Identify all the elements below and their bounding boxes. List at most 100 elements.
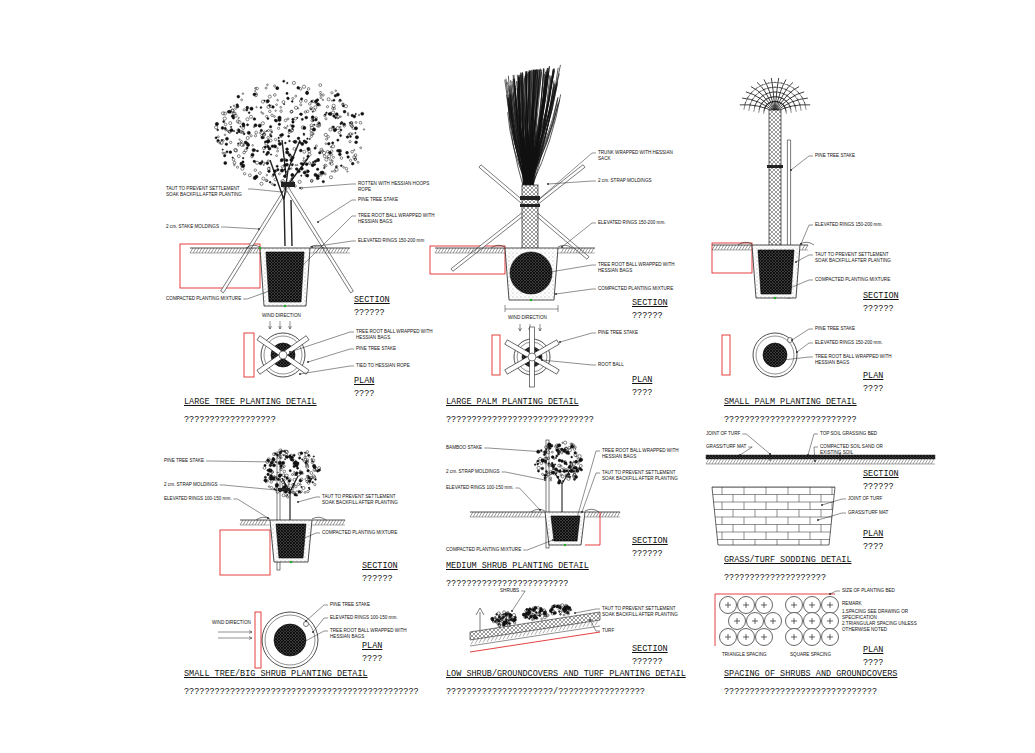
leaf-mark bbox=[347, 114, 349, 116]
leaf-mark bbox=[302, 85, 305, 88]
leaf-mark bbox=[306, 110, 308, 112]
leaf-mark bbox=[301, 175, 302, 176]
leaf-mark bbox=[579, 458, 582, 461]
ground-hatch bbox=[593, 512, 596, 517]
sod-joint bbox=[722, 517, 723, 525]
leaf-mark bbox=[267, 105, 270, 108]
leader-line bbox=[233, 499, 268, 518]
ground-line bbox=[470, 512, 545, 513]
palm-frond bbox=[506, 79, 529, 188]
leaf-mark bbox=[291, 474, 293, 476]
sod-joint bbox=[711, 540, 712, 548]
leaf-mark bbox=[333, 107, 335, 109]
ground-hatch bbox=[334, 248, 337, 253]
leaf-mark bbox=[559, 607, 562, 610]
leaf-mark bbox=[336, 127, 339, 130]
wind-arrow bbox=[540, 324, 541, 331]
leaf-mark bbox=[286, 82, 288, 84]
leaf-mark bbox=[492, 620, 494, 622]
ground-hatch bbox=[611, 512, 614, 517]
wind-arrowhead bbox=[289, 326, 292, 329]
ground-hatch bbox=[328, 248, 331, 253]
sod-joint bbox=[777, 510, 778, 518]
leaf-mark bbox=[263, 164, 264, 165]
leaf-mark bbox=[217, 140, 220, 143]
leaf-mark bbox=[237, 129, 240, 132]
leaf-mark bbox=[270, 133, 272, 135]
leaf-mark bbox=[316, 168, 318, 170]
slope-hatch bbox=[531, 630, 534, 635]
leaf-mark bbox=[292, 163, 294, 165]
leaf-mark bbox=[564, 441, 567, 444]
leaf-mark bbox=[307, 138, 309, 140]
leader-line bbox=[308, 349, 354, 362]
leaf-mark bbox=[281, 134, 283, 136]
leaf-mark bbox=[310, 107, 313, 110]
ground-hatch bbox=[736, 245, 739, 250]
leaf-mark bbox=[221, 139, 223, 141]
ground-hatch bbox=[435, 248, 438, 253]
leaf-mark bbox=[540, 450, 542, 452]
leaf-mark bbox=[571, 467, 574, 470]
leaf-mark bbox=[301, 471, 303, 473]
palm-frond bbox=[771, 78, 775, 112]
leaf-mark bbox=[299, 88, 302, 91]
leaf-mark bbox=[324, 115, 326, 117]
leader-line bbox=[512, 591, 525, 611]
leaf-mark bbox=[253, 118, 256, 121]
leaf-mark bbox=[532, 619, 533, 620]
leaf-mark bbox=[550, 477, 552, 479]
leaf-mark bbox=[305, 163, 308, 166]
leaf-mark bbox=[266, 140, 269, 143]
leader-dot bbox=[539, 509, 541, 511]
soil-hatch bbox=[763, 459, 766, 464]
ground-hatch bbox=[721, 245, 724, 250]
plant-spacing-circle bbox=[720, 597, 737, 614]
sod-row-line bbox=[700, 532, 850, 533]
red-dimension-frame bbox=[220, 530, 270, 575]
ground-line bbox=[585, 517, 620, 518]
detail-title: LARGE TREE PLANTING DETAIL bbox=[184, 398, 317, 407]
leader-dot bbox=[299, 373, 301, 375]
leaf-mark bbox=[292, 121, 294, 123]
leaf-mark bbox=[306, 465, 309, 468]
leaf-mark bbox=[229, 122, 232, 125]
plant-center-mark bbox=[830, 634, 831, 640]
sod-row-line bbox=[700, 509, 850, 510]
soil-hatch bbox=[832, 459, 835, 464]
leaf-mark bbox=[313, 109, 315, 111]
leaf-mark bbox=[280, 479, 283, 482]
ground-hatch bbox=[223, 248, 226, 253]
leaf-mark bbox=[343, 110, 346, 113]
leaf-mark bbox=[564, 462, 566, 464]
green-snap-point bbox=[284, 305, 286, 307]
leaf-mark bbox=[347, 156, 350, 159]
leaf-mark bbox=[558, 459, 561, 462]
leaf-mark bbox=[306, 464, 307, 465]
leaf-mark bbox=[254, 90, 255, 91]
ground-hatch bbox=[258, 520, 261, 525]
leaf-mark bbox=[543, 611, 546, 614]
leaf-mark bbox=[337, 139, 339, 141]
leaf-mark bbox=[304, 111, 306, 113]
leaf-mark bbox=[285, 450, 288, 453]
ground-hatch bbox=[533, 512, 536, 517]
ground-hatch bbox=[599, 512, 602, 517]
leaf-mark bbox=[551, 456, 553, 458]
sod-joint bbox=[788, 502, 789, 510]
leaf-mark bbox=[288, 478, 291, 481]
leaf-mark bbox=[224, 134, 226, 136]
leaf-mark bbox=[565, 469, 568, 472]
leader-line bbox=[220, 485, 276, 490]
leaf-mark bbox=[269, 465, 271, 467]
leaf-mark bbox=[273, 94, 276, 97]
leaf-mark bbox=[237, 144, 239, 146]
leaf-mark bbox=[292, 128, 293, 129]
ground-hatch bbox=[331, 248, 334, 253]
leader-dot bbox=[541, 359, 543, 361]
soil-hatch bbox=[880, 459, 883, 464]
sod-joint bbox=[821, 540, 822, 548]
planting-pit bbox=[752, 245, 800, 298]
leader-line bbox=[562, 223, 596, 247]
plant-spacing-circle bbox=[786, 597, 803, 614]
